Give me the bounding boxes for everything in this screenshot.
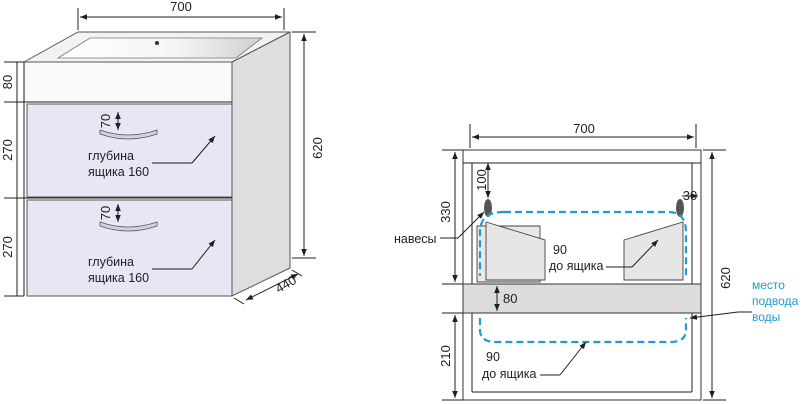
hinge-plate-left-shape — [485, 221, 546, 281]
cabinet-side — [231, 31, 291, 297]
hinges-label: навесы — [394, 232, 437, 246]
lower-gap-note-line2: до ящика — [482, 367, 536, 381]
upper-gap-note-line1: 90 — [553, 243, 567, 257]
top-band-height-label: 80 — [0, 75, 15, 89]
drawer2-depth-note-line1: глубина — [88, 255, 134, 269]
side-offset-label: 30 — [683, 188, 697, 203]
drawer2-height-label: 270 — [0, 236, 15, 258]
drain-hole — [155, 41, 159, 45]
drawer1-depth-note-line2: ящика 160 — [88, 165, 149, 179]
back-width-label: 700 — [573, 121, 595, 136]
drawer1-depth-note-line1: глубина — [88, 149, 134, 163]
upper-height-label: 330 — [438, 201, 453, 223]
top-band — [23, 61, 233, 103]
handle-lower — [99, 221, 158, 232]
water-supply-label-line1: место — [752, 278, 785, 292]
upper-gap-note-line2: до ящика — [549, 259, 603, 273]
back-total-height-label: 620 — [718, 267, 733, 289]
middle-shelf — [462, 283, 702, 314]
water-supply-label-line3: воды — [752, 310, 780, 324]
sink-bowl — [56, 37, 264, 59]
drawer-lower — [26, 199, 233, 297]
front-view: 700 80 270 270 620 440 70 70 глубина ящи… — [0, 0, 325, 305]
shelf-height-label: 80 — [503, 291, 517, 306]
drawer-upper — [26, 103, 233, 198]
hinge-right — [676, 199, 684, 217]
back-view: 700 330 210 100 30 80 620 навесы 90 до я… — [394, 121, 799, 401]
handle1-height-label: 70 — [98, 114, 113, 128]
hinge-left — [484, 199, 492, 217]
front-total-height-label: 620 — [310, 137, 325, 159]
drawer1-height-label: 270 — [0, 139, 15, 161]
water-zone-upper — [504, 210, 688, 276]
water-zone-upper-left — [478, 210, 505, 276]
water-supply-label-line2: подвода — [752, 294, 799, 308]
front-width-label: 700 — [170, 0, 192, 14]
handle2-height-label: 70 — [98, 206, 113, 220]
hinge-offset-label: 100 — [474, 169, 489, 191]
drawer2-depth-note-line2: ящика 160 — [88, 271, 149, 285]
lower-gap-note-line1: 90 — [486, 350, 500, 364]
lower-height-label: 210 — [438, 345, 453, 367]
handle-upper — [99, 129, 158, 140]
